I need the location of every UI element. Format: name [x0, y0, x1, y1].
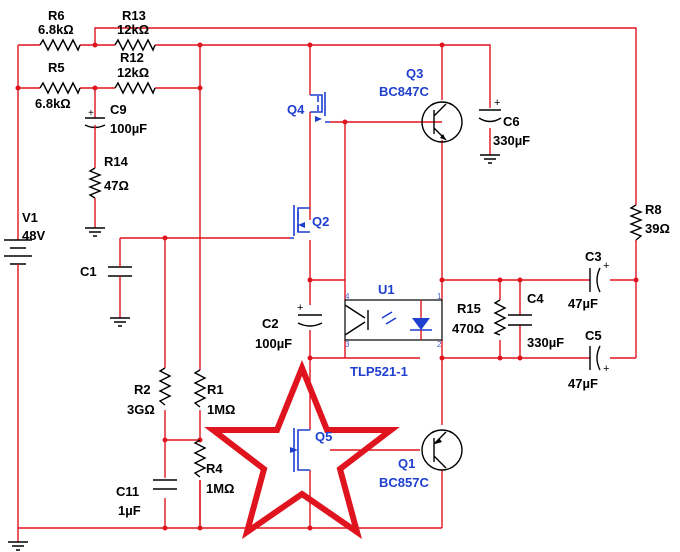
- resistor-r8: [629, 204, 643, 241]
- svg-text:+: +: [603, 260, 609, 272]
- mosfet-q4: [310, 92, 330, 123]
- resistor-r4: [193, 439, 207, 478]
- r15-value: 470Ω: [452, 321, 484, 336]
- resistor-r1: [193, 369, 207, 408]
- resistor-r2: [158, 367, 172, 406]
- v1-value: 48V: [22, 228, 45, 243]
- ground-symbols: [8, 154, 500, 551]
- q5-ref: Q5: [315, 429, 332, 444]
- c1-ref: C1: [80, 264, 97, 279]
- r5-ref: R5: [48, 60, 65, 75]
- svg-text:+: +: [297, 302, 303, 314]
- junction-dots: [15, 42, 639, 531]
- r1-value: 1MΩ: [207, 402, 235, 417]
- r14-value: 47Ω: [104, 178, 129, 193]
- c6-value: 330µF: [493, 133, 530, 148]
- pin-2-label: 2: [437, 340, 442, 349]
- mosfet-q5: [290, 428, 310, 472]
- r15-ref: R15: [457, 301, 481, 316]
- svg-text:+: +: [494, 97, 500, 109]
- c11-value: 1µF: [118, 503, 141, 518]
- r1-ref: R1: [207, 382, 224, 397]
- c3-ref: C3: [585, 249, 602, 264]
- bjt-q1: [421, 429, 463, 471]
- c4-ref: C4: [527, 291, 544, 306]
- r13-value: 12kΩ: [117, 22, 149, 37]
- r13-ref: R13: [122, 8, 146, 23]
- q2-ref: Q2: [312, 214, 329, 229]
- r12-value: 12kΩ: [117, 65, 149, 80]
- c9-ref: C9: [110, 102, 127, 117]
- pin-1-label: 1: [437, 292, 442, 301]
- q3-ref: Q3: [406, 66, 423, 81]
- capacitor-c1: [108, 262, 132, 282]
- c2-ref: C2: [262, 316, 279, 331]
- svg-text:+: +: [88, 108, 94, 119]
- resistor-r13: [114, 38, 156, 52]
- annotation-star: [204, 359, 400, 540]
- mosfet-q2: [290, 205, 310, 239]
- capacitor-c11: [153, 479, 177, 490]
- capacitor-c3: +: [589, 260, 609, 293]
- capacitor-c4: [508, 314, 532, 326]
- r8-value: 39Ω: [645, 221, 670, 236]
- r2-ref: R2: [134, 382, 151, 397]
- resistor-r6: [39, 38, 81, 52]
- u1-ref: U1: [378, 282, 395, 297]
- r2-value: 3GΩ: [127, 402, 155, 417]
- v1-ref: V1: [22, 210, 38, 225]
- r4-ref: R4: [206, 461, 223, 476]
- resistor-r12: [114, 81, 156, 95]
- capacitor-c6: +: [478, 97, 502, 123]
- resistor-r14: [88, 167, 102, 199]
- svg-text:+: +: [603, 363, 609, 375]
- optocoupler-u1: [344, 299, 443, 341]
- u1-value: TLP521-1: [350, 364, 408, 379]
- c11-ref: C11: [116, 484, 139, 499]
- c9-value: 100µF: [110, 121, 147, 136]
- q1-ref: Q1: [398, 456, 415, 471]
- c2-value: 100µF: [255, 336, 292, 351]
- r8-ref: R8: [645, 202, 662, 217]
- capacitor-c9: +: [84, 108, 106, 135]
- q4-ref: Q4: [287, 102, 305, 117]
- r4-value: 1MΩ: [206, 481, 234, 496]
- c6-ref: C6: [503, 114, 520, 129]
- pin-3-label: 3: [345, 340, 350, 349]
- q1-value: BC857C: [379, 475, 429, 490]
- battery-v1: [4, 239, 32, 270]
- r6-value: 6.8kΩ: [38, 22, 74, 37]
- r5-value: 6.8kΩ: [35, 96, 71, 111]
- r12-ref: R12: [120, 50, 144, 65]
- c5-value: 47µF: [568, 376, 598, 391]
- c3-value: 47µF: [568, 296, 598, 311]
- c5-ref: C5: [585, 328, 602, 343]
- resistor-r15: [493, 299, 507, 336]
- capacitor-c5: +: [589, 345, 609, 375]
- r6-ref: R6: [48, 8, 65, 23]
- bjt-q3: [421, 101, 463, 143]
- pin-4-label: 4: [345, 292, 350, 301]
- resistor-r5: [39, 81, 81, 95]
- q3-value: BC847C: [379, 84, 429, 99]
- capacitor-c2: +: [297, 302, 323, 327]
- r14-ref: R14: [104, 154, 129, 169]
- c4-value: 330µF: [527, 335, 564, 350]
